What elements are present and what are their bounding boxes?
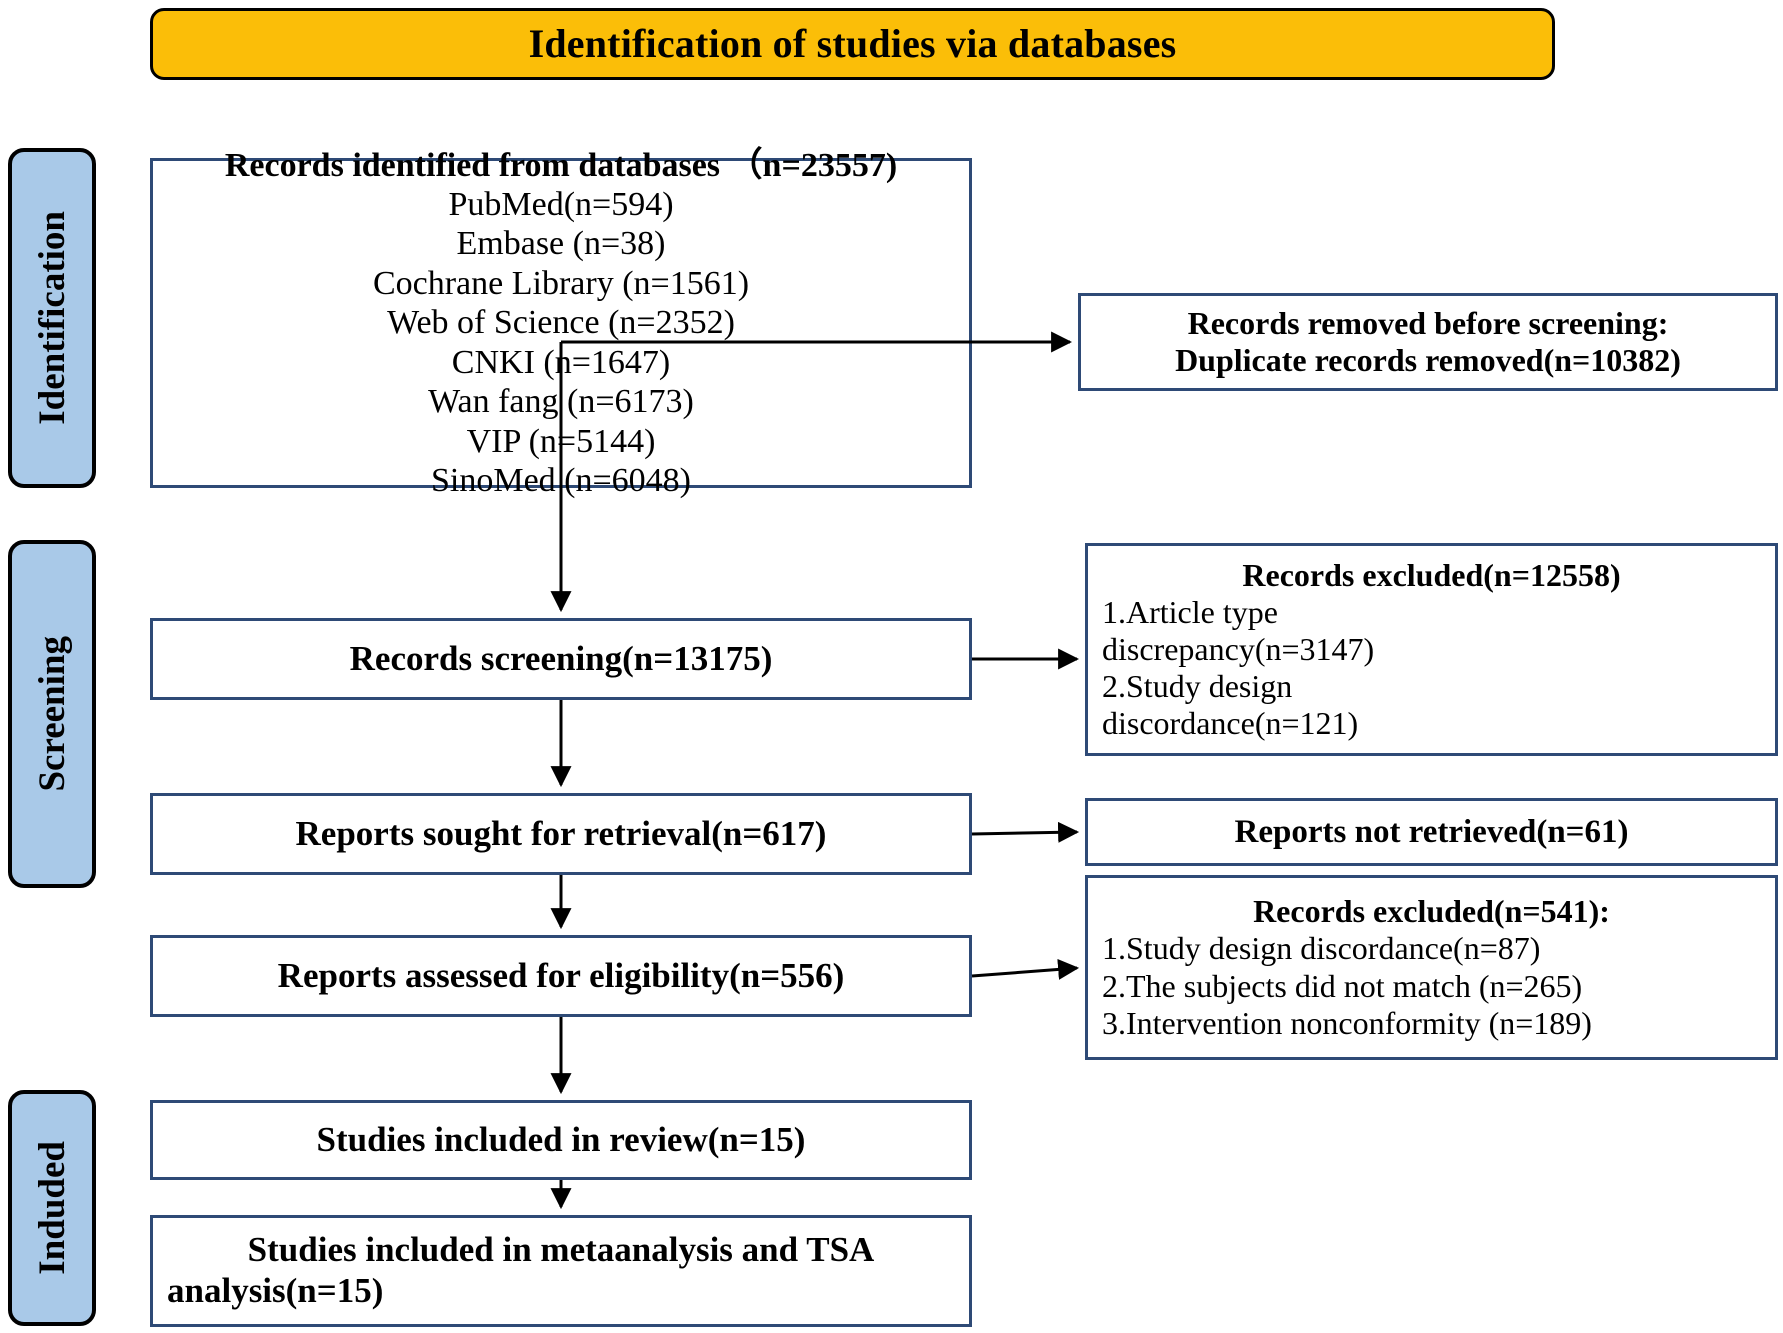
records-screening-title: Records screening(n=13175): [349, 638, 773, 678]
box-records-identified: Records identified from databases （n=235…: [150, 147, 972, 499]
reports-not-retrieved-title: Reports not retrieved(n=61): [1234, 813, 1629, 850]
box-records-screening: Records screening(n=13175): [150, 618, 972, 700]
box-reports-not-retrieved: Reports not retrieved(n=61): [1085, 798, 1778, 866]
records-excluded-screening-reason-1b: discrepancy(n=3147): [1102, 630, 1375, 667]
records-removed-line1: Records removed before screening:: [1187, 304, 1669, 341]
source-web-of-science: Web of Science (n=2352): [387, 304, 735, 342]
box-studies-included-meta: Studies included in metaanalysis and TSA…: [150, 1215, 972, 1327]
box-records-excluded-screening: Records excluded(n=12558) 1.Article type…: [1085, 543, 1778, 756]
records-excluded-eligibility-reason-2: 2.The subjects did not match (n=265): [1102, 967, 1583, 1004]
records-identified-title: Records identified from databases （n=235…: [224, 146, 898, 184]
box-reports-assessed: Reports assessed for eligibility(n=556): [150, 935, 972, 1017]
stage-label-identification: Identification: [8, 148, 96, 488]
records-excluded-screening-title: Records excluded(n=12558): [1242, 556, 1621, 593]
source-embase: Embase (n=38): [456, 225, 666, 263]
source-sinomed: SinoMed (n=6048): [431, 462, 691, 500]
studies-included-meta-line1: Studies included in metaanalysis and TSA: [247, 1230, 875, 1270]
studies-included-review-title: Studies included in review(n=15): [316, 1119, 806, 1159]
reports-assessed-title: Reports assessed for eligibility(n=556): [277, 955, 845, 995]
stage-label-included: Induded: [8, 1090, 96, 1326]
records-removed-line2: Duplicate records removed(n=10382): [1175, 342, 1681, 378]
source-wan-fang: Wan fang (n=6173): [428, 383, 694, 421]
diagram-title-text: Identification of studies via databases: [528, 21, 1177, 66]
source-vip: VIP (n=5144): [466, 422, 656, 460]
studies-included-meta-line2: analysis(n=15): [167, 1271, 384, 1310]
records-excluded-screening-reason-2a: 2.Study design: [1102, 668, 1293, 705]
records-excluded-eligibility-reason-3: 3.Intervention nonconformity (n=189): [1102, 1004, 1592, 1041]
box-reports-sought: Reports sought for retrieval(n=617): [150, 793, 972, 875]
stage-label-included-text: Induded: [31, 1141, 73, 1275]
stage-label-screening-text: Screening: [31, 636, 73, 792]
stage-label-identification-text: Identification: [31, 211, 73, 425]
stage-label-screening: Screening: [8, 540, 96, 888]
box-records-removed-before-screening: Records removed before screening: Duplic…: [1078, 293, 1778, 391]
source-cnki: CNKI (n=1647): [451, 343, 671, 381]
arrow-assessed-to-excluded: [971, 958, 1080, 980]
box-records-excluded-eligibility: Records excluded(n=541): 1.Study design …: [1085, 875, 1778, 1060]
diagram-title-banner: Identification of studies via databases: [150, 8, 1555, 80]
records-excluded-eligibility-reason-1: 1.Study design discordance(n=87): [1102, 930, 1541, 967]
box-studies-included-review: Studies included in review(n=15): [150, 1100, 972, 1180]
source-pubmed: PubMed(n=594): [448, 185, 674, 223]
records-excluded-screening-reason-1a: 1.Article type: [1102, 593, 1278, 630]
records-excluded-eligibility-title: Records excluded(n=541):: [1253, 893, 1610, 930]
records-excluded-screening-reason-2b: discordance(n=121): [1102, 705, 1359, 742]
arrow-sought-to-not-retrieved: [971, 821, 1080, 843]
reports-sought-title: Reports sought for retrieval(n=617): [295, 813, 827, 853]
source-cochrane-library: Cochrane Library (n=1561): [372, 264, 750, 302]
